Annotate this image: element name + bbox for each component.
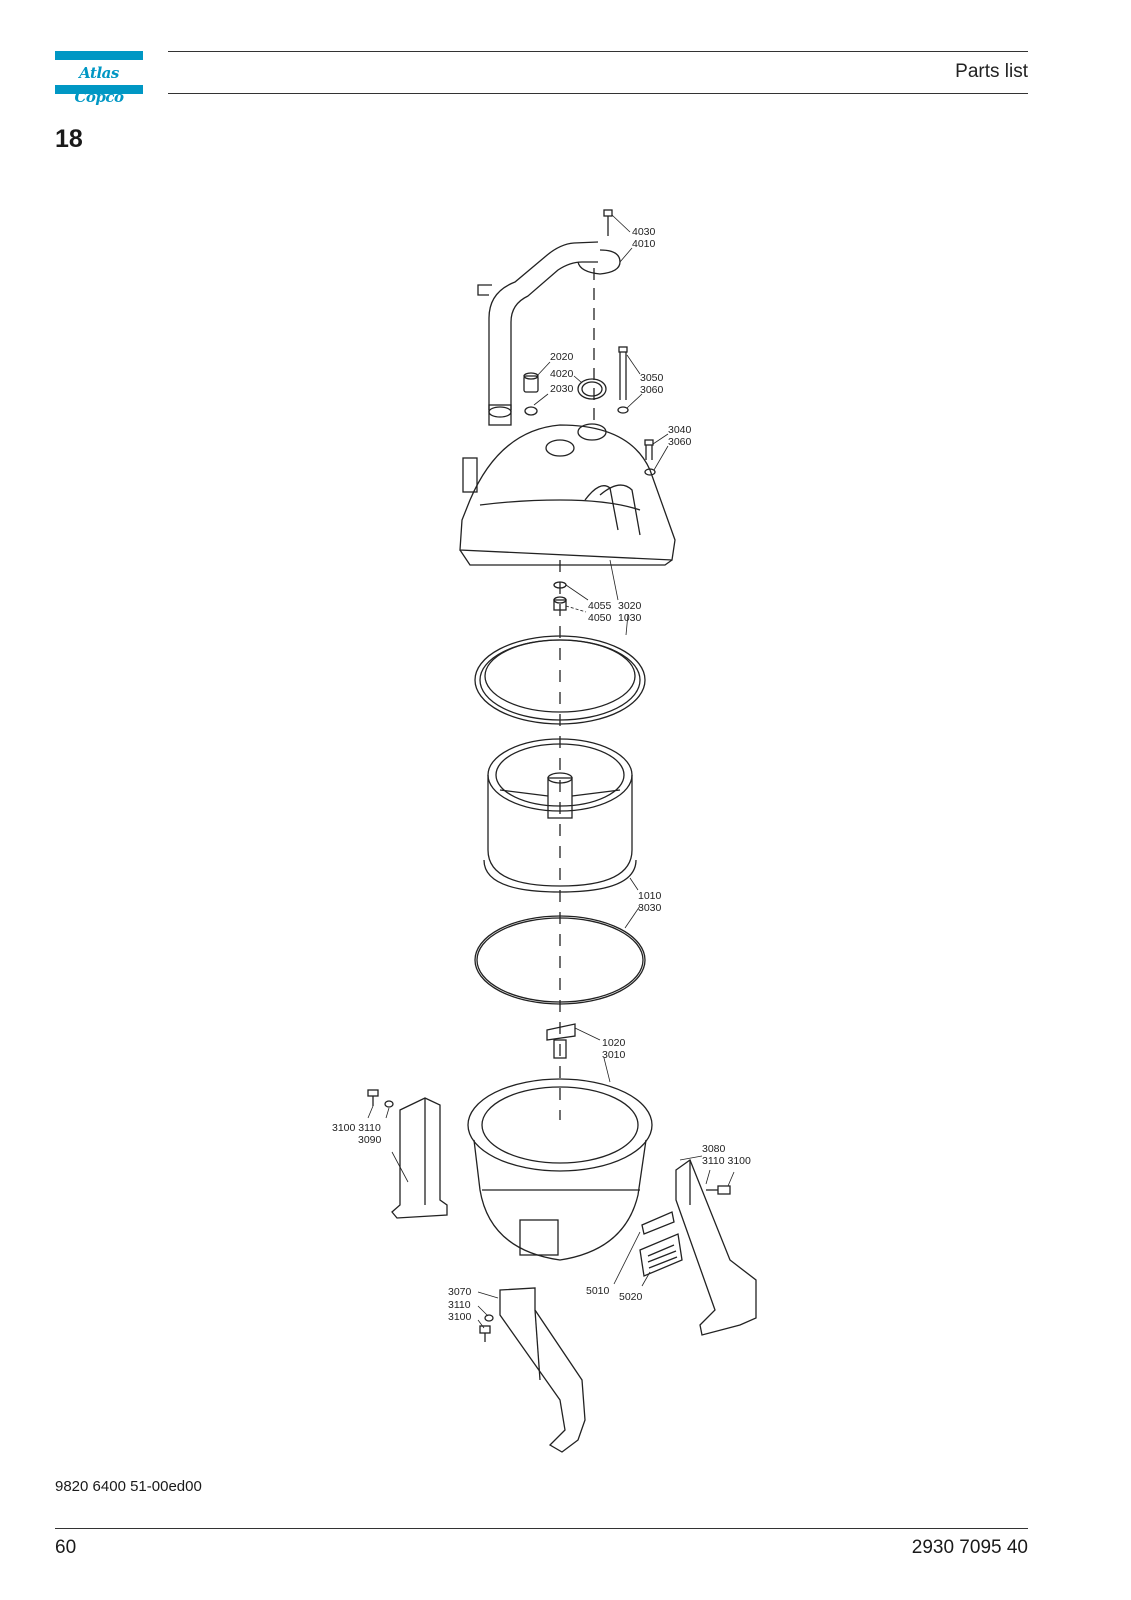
washer-3060-icon bbox=[617, 406, 629, 414]
header-bottom-rule bbox=[168, 93, 1028, 94]
bolt-3040-icon bbox=[644, 439, 654, 460]
label-4020: 4020 bbox=[550, 368, 574, 380]
bolt-4030-icon bbox=[603, 209, 613, 236]
part-labels: 4030 4010 2020 4020 2030 3050 3060 3040 … bbox=[332, 226, 751, 1323]
label-3080: 3080 bbox=[702, 1143, 726, 1155]
document-number: 2930 7095 40 bbox=[911, 1537, 1028, 1558]
label-1030: 1030 bbox=[618, 612, 642, 624]
o-ring-3030-inner bbox=[476, 917, 644, 1003]
o-ring-3030-icon bbox=[474, 915, 646, 1005]
document-code: 9820 6400 51-00ed00 bbox=[55, 1478, 202, 1495]
bolt-3100c-icon bbox=[479, 1325, 491, 1342]
label-3060a: 3060 bbox=[640, 384, 664, 396]
bolt-3100b-icon bbox=[706, 1185, 731, 1195]
o-ring-4020-inner bbox=[581, 381, 603, 397]
label-3050: 3050 bbox=[640, 372, 664, 384]
label-3030: 3030 bbox=[638, 902, 662, 914]
label-2020: 2020 bbox=[550, 351, 574, 363]
washer-3110c-icon bbox=[484, 1314, 494, 1322]
section-number: 18 bbox=[55, 125, 83, 153]
lower-housing-icon bbox=[467, 1078, 653, 1261]
logo-bottom-bar bbox=[55, 85, 143, 94]
label-3110: 3110 bbox=[448, 1299, 471, 1311]
cylinder-body-1010-icon bbox=[483, 738, 637, 893]
label-3100: 3100 bbox=[448, 1311, 472, 1323]
nameplate-5020-icon bbox=[639, 1233, 683, 1277]
bolt-3100a-icon bbox=[367, 1089, 379, 1106]
bracket-3070-icon bbox=[499, 1287, 586, 1453]
label-3020: 3020 bbox=[618, 600, 642, 612]
header-top-rule bbox=[168, 51, 1028, 52]
bracket-3090-icon bbox=[391, 1097, 448, 1219]
label-3010: 3010 bbox=[602, 1049, 626, 1061]
bracket-3080-icon bbox=[675, 1158, 757, 1336]
bolt-3050-icon bbox=[618, 346, 628, 400]
label-2030: 2030 bbox=[550, 383, 574, 395]
label-3100-3110: 3100 3110 bbox=[332, 1122, 381, 1134]
label-3110-3100: 3110 3100 bbox=[702, 1155, 751, 1167]
pipe-elbow-icon bbox=[477, 241, 621, 426]
label-4010: 4010 bbox=[632, 238, 656, 250]
page-number: 60 bbox=[55, 1537, 77, 1558]
label-1010: 1010 bbox=[638, 890, 662, 902]
page-header-title: Parts list bbox=[955, 61, 1028, 82]
housing-cover-icon bbox=[459, 423, 676, 566]
atlas-copco-logo: Atlas Copco bbox=[55, 51, 143, 106]
label-3070: 3070 bbox=[448, 1286, 472, 1298]
leader-lines bbox=[367, 214, 735, 1329]
plug-2020-icon bbox=[523, 372, 539, 393]
drain-plug-4050-icon bbox=[553, 596, 567, 611]
gasket-ring-1030-inner2 bbox=[484, 639, 636, 713]
label-4030: 4030 bbox=[632, 226, 656, 238]
label-5020: 5020 bbox=[619, 1291, 643, 1303]
o-ring-4020-icon bbox=[577, 378, 607, 400]
label-1020: 1020 bbox=[602, 1037, 626, 1049]
impeller-1020-icon bbox=[546, 1023, 576, 1059]
washer-2030-icon bbox=[524, 406, 538, 416]
label-3060b: 3060 bbox=[668, 436, 692, 448]
label-3090: 3090 bbox=[358, 1134, 382, 1146]
footer-rule bbox=[55, 1528, 1028, 1529]
label-4050: 4050 bbox=[588, 612, 612, 624]
washer-3110a-icon bbox=[384, 1100, 394, 1108]
logo-top-bar bbox=[55, 51, 143, 60]
label-5010: 5010 bbox=[586, 1285, 610, 1297]
gasket-ring-1030-icon bbox=[474, 635, 646, 725]
label-4055: 4055 bbox=[588, 600, 612, 612]
nameplate-5010-icon bbox=[641, 1211, 675, 1235]
label-3040: 3040 bbox=[668, 424, 692, 436]
